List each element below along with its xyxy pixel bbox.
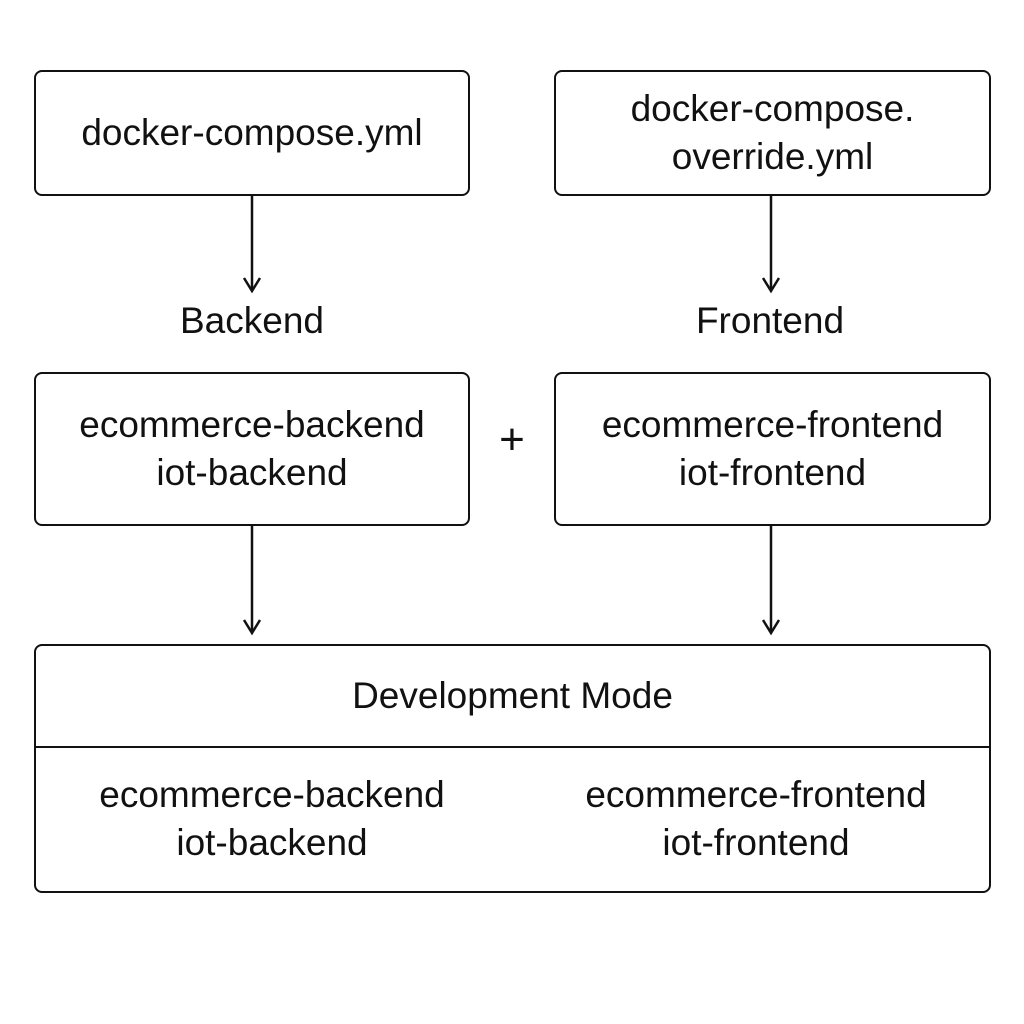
docker-compose-override-file-box: docker-compose. override.yml bbox=[554, 70, 991, 196]
backend-service-iot: iot-backend bbox=[156, 452, 348, 493]
backend-services-box: ecommerce-backend iot-backend bbox=[34, 372, 470, 526]
dev-backend-service-iot: iot-backend bbox=[176, 822, 368, 863]
backend-label: Backend bbox=[180, 300, 324, 341]
dev-frontend-service-iot: iot-frontend bbox=[662, 822, 850, 863]
plus-sign: + bbox=[499, 415, 525, 464]
arrow-frontend-to-dev-head bbox=[761, 619, 781, 636]
arrow-backend-to-dev-head bbox=[242, 619, 262, 636]
frontend-services-box: ecommerce-frontend iot-frontend bbox=[554, 372, 991, 526]
docker-compose-file-box: docker-compose.yml bbox=[34, 70, 470, 196]
frontend-service-iot: iot-frontend bbox=[678, 452, 867, 493]
development-backend-column: ecommerce-backend iot-backend bbox=[52, 771, 492, 867]
dev-backend-service-ecommerce: ecommerce-backend bbox=[99, 774, 445, 815]
development-mode-title: Development Mode bbox=[36, 646, 989, 748]
backend-service-ecommerce: ecommerce-backend bbox=[79, 404, 425, 445]
arrow-override-to-frontend-head bbox=[761, 277, 781, 294]
docker-compose-filename: docker-compose.yml bbox=[81, 112, 423, 153]
development-frontend-column: ecommerce-frontend iot-frontend bbox=[536, 771, 976, 867]
development-mode-box: Development Mode ecommerce-backend iot-b… bbox=[34, 644, 991, 893]
override-filename-line-1: docker-compose. bbox=[630, 88, 915, 129]
frontend-service-ecommerce: ecommerce-frontend bbox=[601, 404, 944, 445]
frontend-label: Frontend bbox=[695, 300, 845, 341]
dev-frontend-service-ecommerce: ecommerce-frontend bbox=[585, 774, 927, 815]
arrow-compose-to-backend-head bbox=[242, 277, 262, 294]
override-filename-line-2: override.yml bbox=[671, 136, 874, 177]
